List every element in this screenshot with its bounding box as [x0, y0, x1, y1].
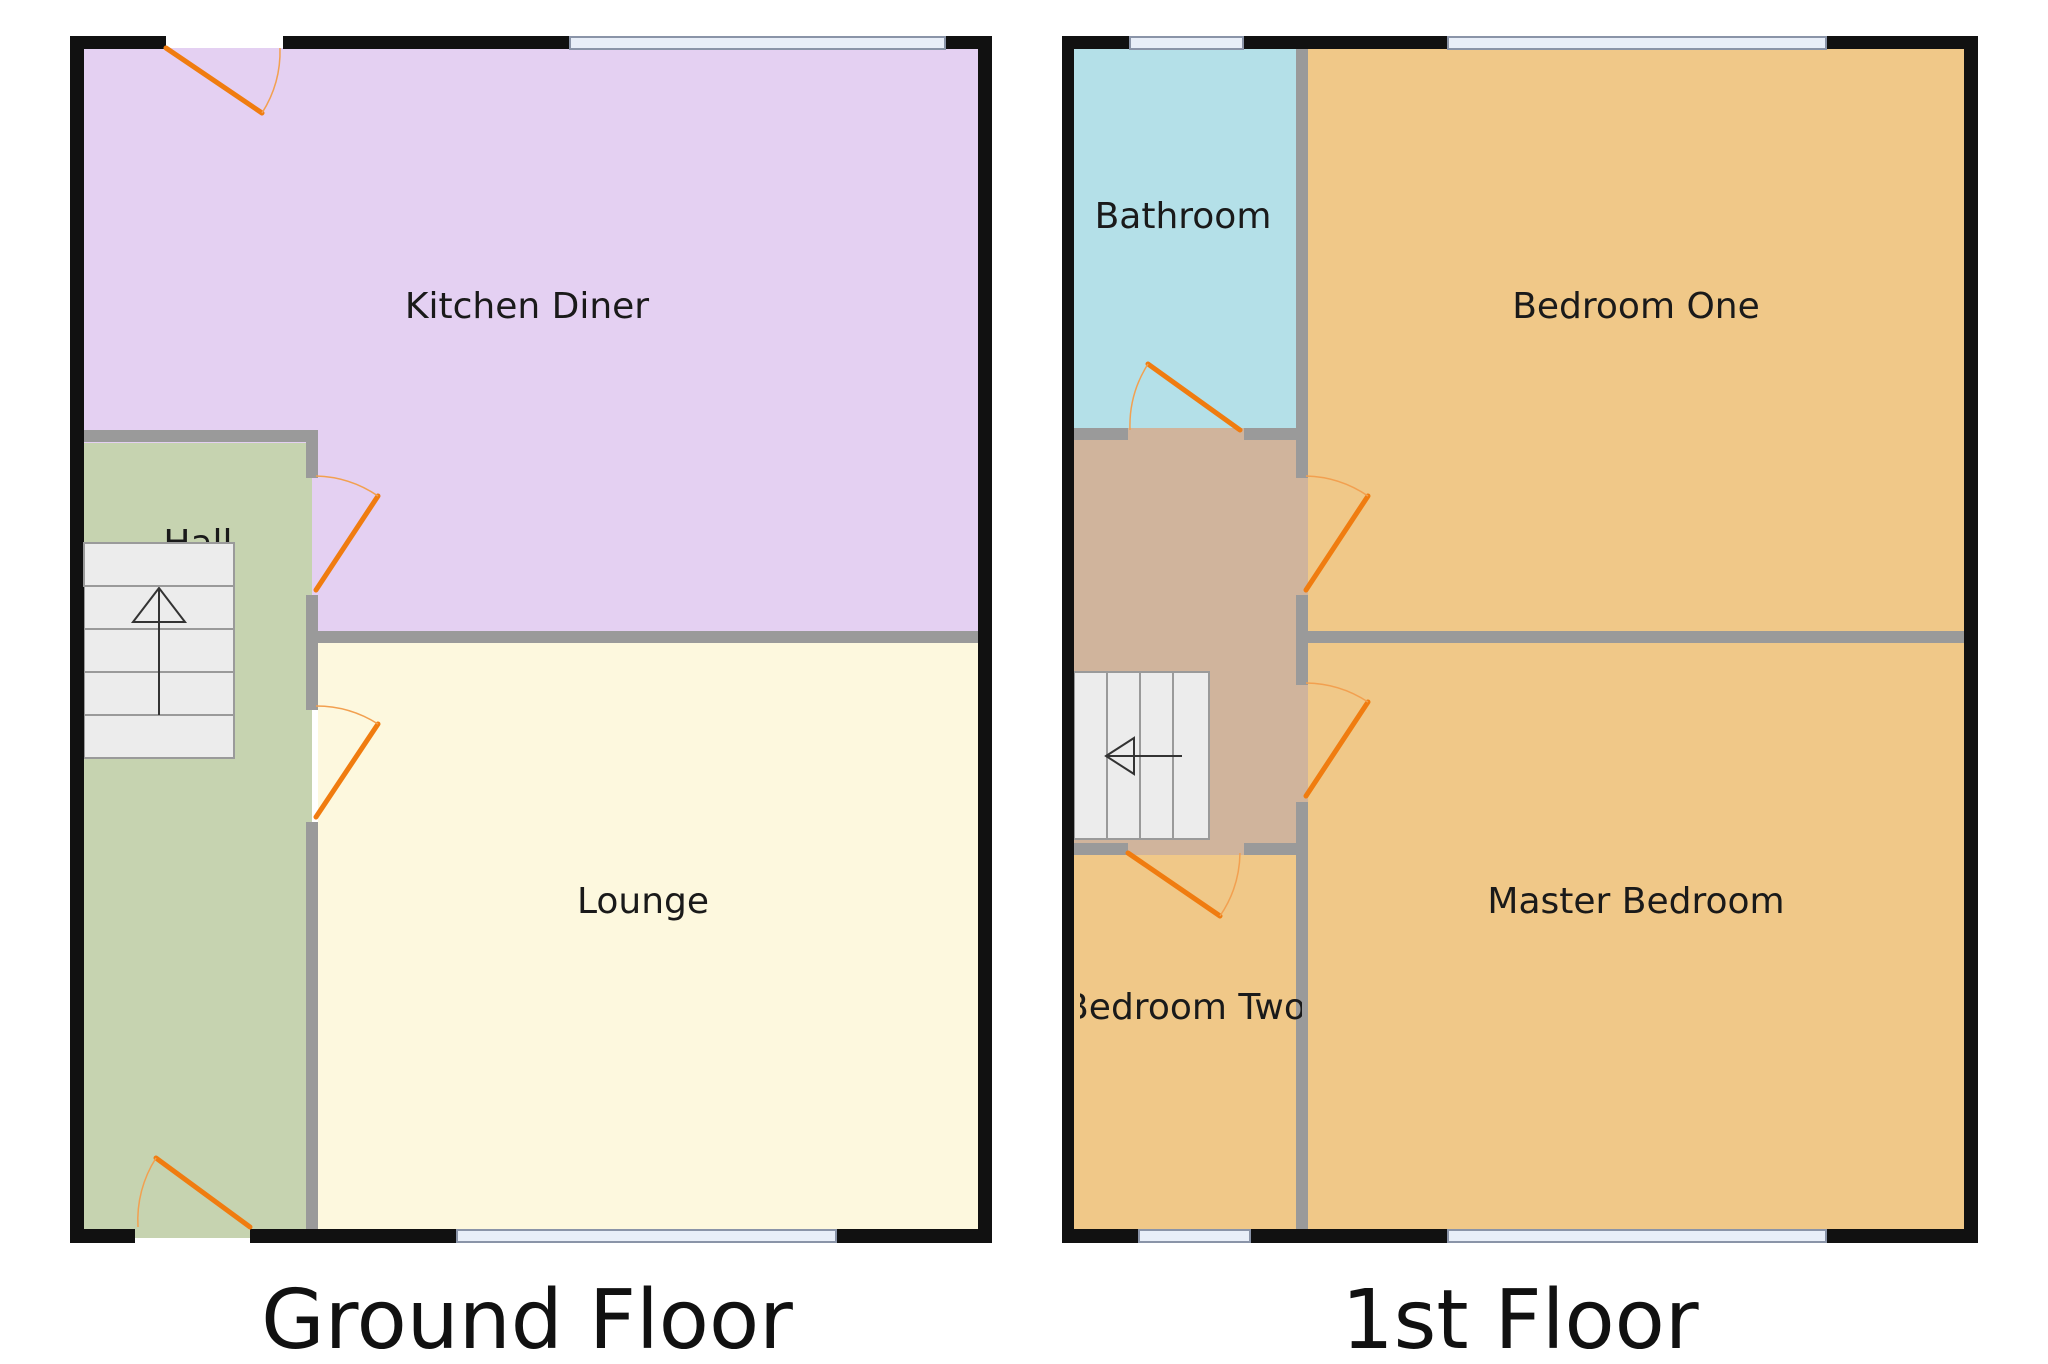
bedroom-two-window — [1138, 1229, 1251, 1243]
kitchen-back-door — [163, 45, 281, 116]
lounge-label: Lounge — [577, 881, 709, 922]
master-bedroom-window — [1447, 1229, 1827, 1243]
kitchen-hall-door — [313, 475, 381, 593]
bedroom-one-window — [1447, 36, 1827, 50]
bedroom-one-room — [1308, 48, 1964, 631]
bathroom-door — [1129, 361, 1243, 433]
kitchen-diner-label: Kitchen Diner — [405, 286, 649, 327]
lounge-room — [318, 643, 978, 1238]
kitchen-window — [569, 36, 946, 50]
stairs-arrow-head-icon — [130, 586, 188, 623]
stairs-arrow-head-icon — [1104, 736, 1135, 776]
bedroom-two-door — [1125, 850, 1241, 919]
bedroom-one-door — [1303, 475, 1371, 593]
ground-interior-walls — [84, 430, 978, 1232]
ground-outer-walls — [70, 36, 992, 1243]
first-floor-outer-walls — [1062, 36, 1978, 1243]
lounge-window — [456, 1229, 837, 1243]
bedroom-two-room — [1074, 855, 1296, 1238]
bathroom-room — [1074, 48, 1296, 428]
master-bedroom-room — [1308, 643, 1964, 1238]
bedroom-one-label: Bedroom One — [1512, 286, 1760, 327]
first-floor-title: 1st Floor — [1341, 1273, 1698, 1364]
bathroom-label: Bathroom — [1095, 196, 1272, 237]
master-bedroom-door — [1303, 682, 1371, 799]
first-floor-interior-walls — [1074, 48, 1964, 1232]
master-bedroom-label: Master Bedroom — [1487, 881, 1784, 922]
kitchen-extension — [318, 443, 978, 637]
first-floor-stairs — [1073, 671, 1210, 840]
bedroom-two-label: Bedroom Two — [1064, 987, 1306, 1028]
ground-floor-plan: Kitchen Diner Lounge Hall Ground Floor — [70, 36, 992, 1364]
front-door — [137, 1155, 253, 1230]
bathroom-window — [1129, 36, 1244, 50]
first-floor-plan: Bathroom Bedroom One Master Bedroom Bedr… — [1062, 36, 1978, 1364]
lounge-hall-door — [313, 705, 381, 820]
ground-floor-title: Ground Floor — [261, 1273, 793, 1364]
